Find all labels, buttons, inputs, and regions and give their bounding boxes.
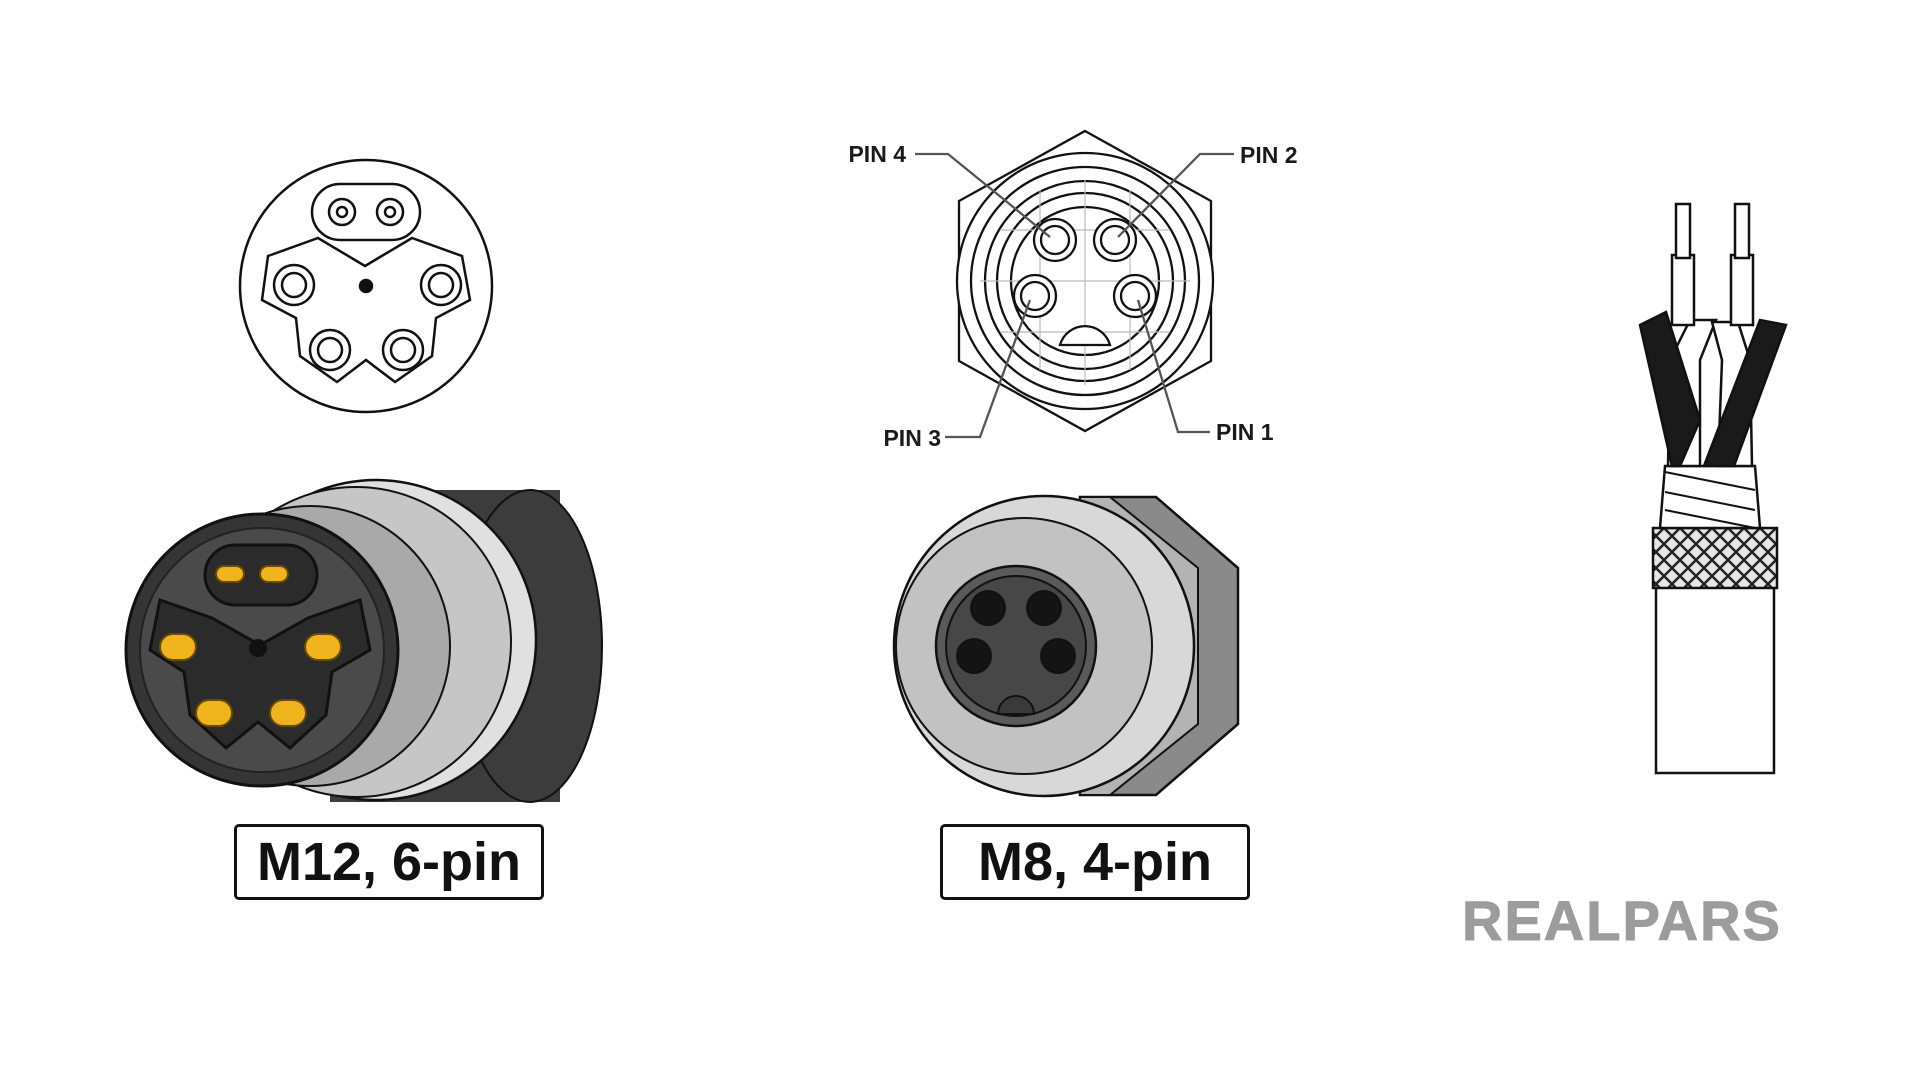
m12-face-diagram [238,158,494,414]
pin-3-label: PIN 3 [883,425,941,451]
m12-connector-3d [124,478,603,803]
pin-2-label: PIN 2 [1240,142,1298,168]
logo-text: REALPARS [1462,889,1782,952]
m8-caption: M8, 4-pin [940,824,1250,900]
m12-caption: M12, 6-pin [234,824,544,900]
pin-4-label: PIN 4 [848,141,906,167]
shielded-cable-icon [1638,202,1788,775]
pin-1-label: PIN 1 [1216,419,1274,445]
m8-face-diagram [915,129,1234,439]
realpars-logo: REALPARS [1462,889,1782,953]
m8-connector-3d [892,494,1240,798]
